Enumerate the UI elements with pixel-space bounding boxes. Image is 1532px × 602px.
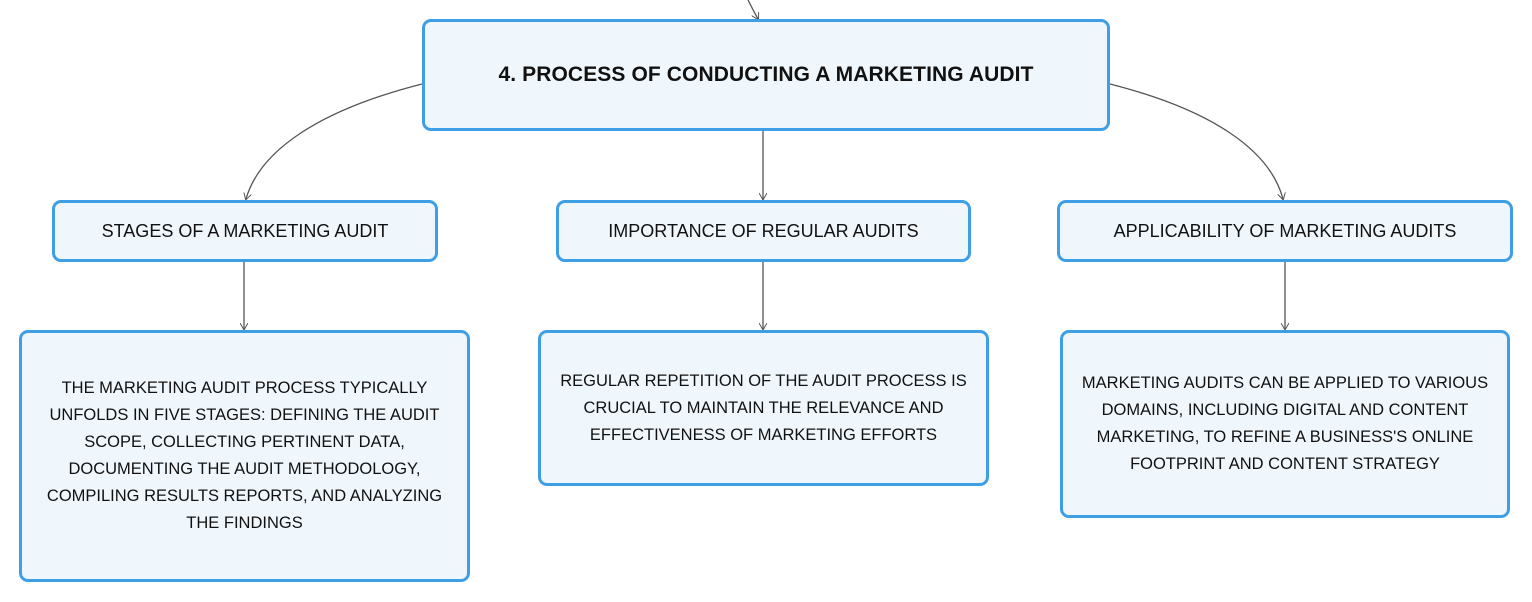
connector-root-to-applicability xyxy=(1109,83,1283,199)
connector-parent-to-root xyxy=(747,0,758,19)
applicability-detail-node[interactable]: MARKETING AUDITS CAN BE APPLIED TO VARIO… xyxy=(1060,330,1510,518)
applicability-detail-text: MARKETING AUDITS CAN BE APPLIED TO VARIO… xyxy=(1081,374,1489,473)
root-topic-label: 4. PROCESS OF CONDUCTING A MARKETING AUD… xyxy=(498,63,1034,86)
branch-stages-node[interactable]: STAGES OF A MARKETING AUDIT xyxy=(52,200,438,262)
branch-importance-label: IMPORTANCE OF REGULAR AUDITS xyxy=(608,220,919,241)
branch-applicability-label: APPLICABILITY OF MARKETING AUDITS xyxy=(1113,220,1457,241)
branch-stages-label: STAGES OF A MARKETING AUDIT xyxy=(101,220,389,241)
root-topic-node[interactable]: 4. PROCESS OF CONDUCTING A MARKETING AUD… xyxy=(422,19,1110,131)
stages-detail-node[interactable]: THE MARKETING AUDIT PROCESS TYPICALLY UN… xyxy=(19,330,470,582)
branch-importance-node[interactable]: IMPORTANCE OF REGULAR AUDITS xyxy=(556,200,971,262)
connector-root-to-stages xyxy=(246,83,423,199)
importance-detail-node[interactable]: REGULAR REPETITION OF THE AUDIT PROCESS … xyxy=(538,330,989,486)
importance-detail-text: REGULAR REPETITION OF THE AUDIT PROCESS … xyxy=(560,371,967,444)
branch-applicability-node[interactable]: APPLICABILITY OF MARKETING AUDITS xyxy=(1057,200,1513,262)
stages-detail-text: THE MARKETING AUDIT PROCESS TYPICALLY UN… xyxy=(46,379,443,532)
